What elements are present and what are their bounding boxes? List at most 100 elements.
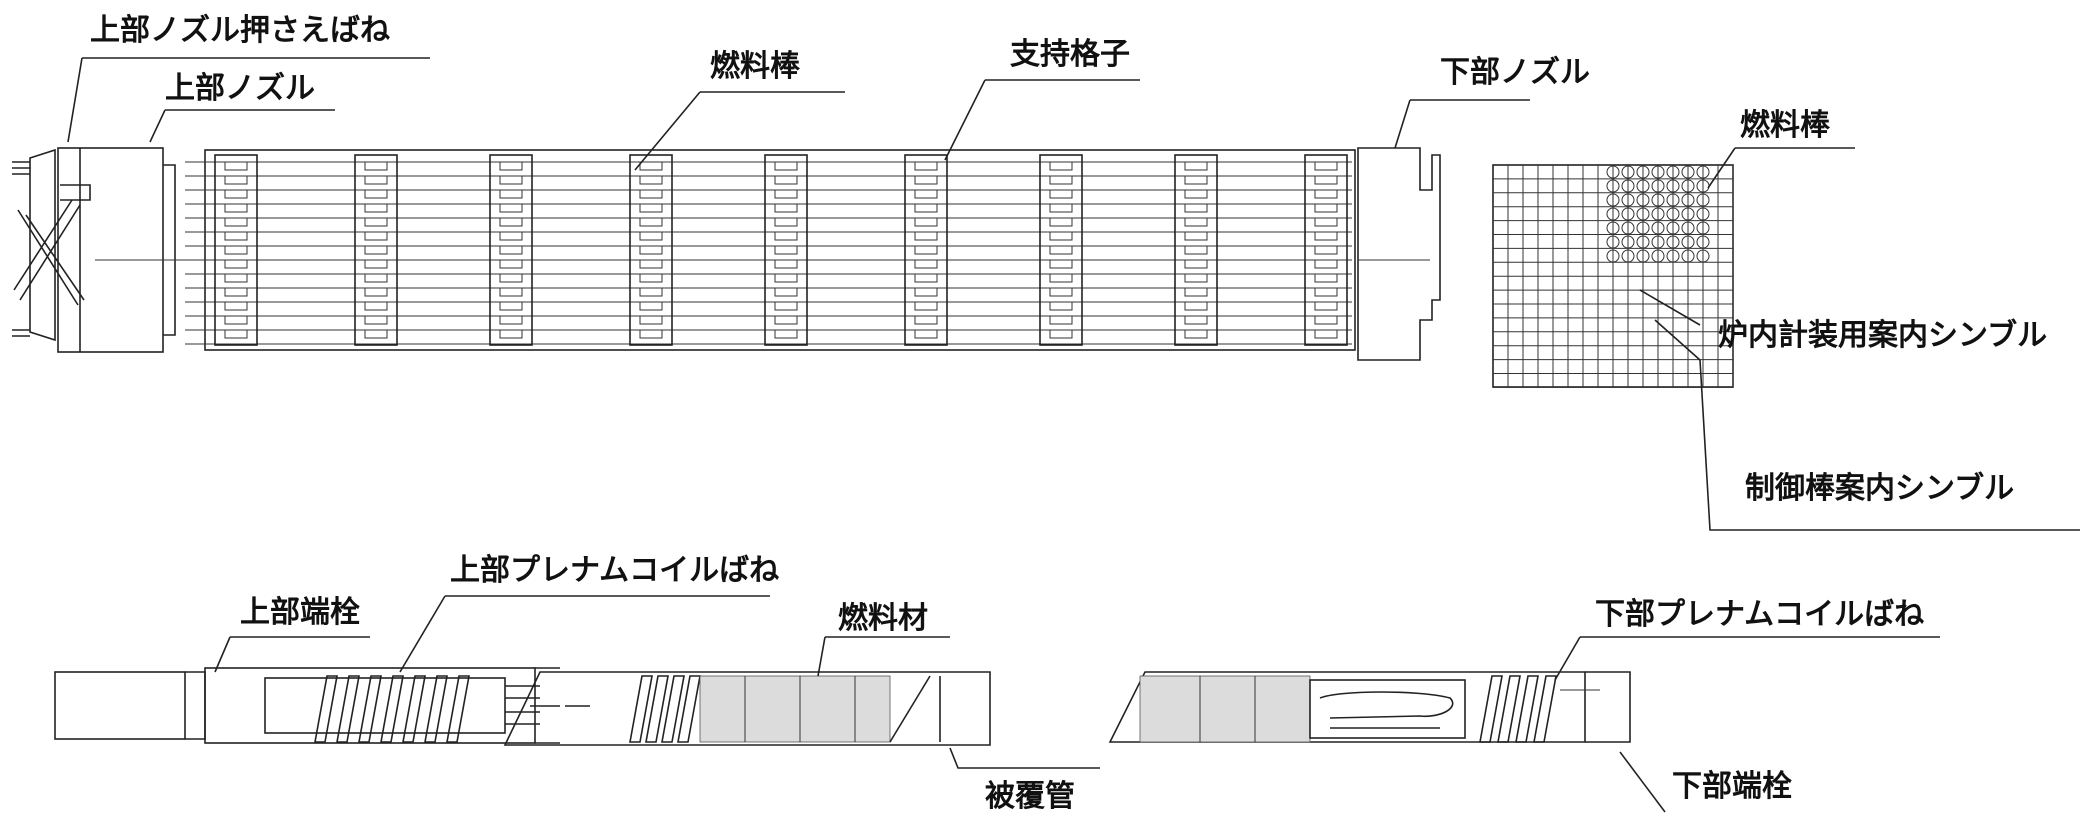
grid-cell (224, 259, 248, 269)
support-grid (489, 154, 533, 346)
grid-cell (639, 245, 663, 255)
grid-cell (914, 245, 938, 255)
fuel-rod-cell (1696, 193, 1710, 207)
fuel-rod-cell (1606, 207, 1620, 221)
spring-coil (1497, 675, 1521, 743)
support-grid (1174, 154, 1218, 346)
grid-cell (1184, 315, 1208, 325)
grid-cell (1049, 245, 1073, 255)
fuel-rod-cell (1606, 221, 1620, 235)
grid-cell (639, 259, 663, 269)
grid-cell (1049, 189, 1073, 199)
grid-cell (1314, 203, 1338, 213)
fuel-rod-cell (1696, 165, 1710, 179)
grid-cell (499, 203, 523, 213)
grid-cell (914, 315, 938, 325)
grid-cell (639, 315, 663, 325)
grid-cell (1314, 161, 1338, 171)
fuel-rod-cell (1621, 207, 1635, 221)
fuel-rod-cell (1651, 235, 1665, 249)
spring-coil (380, 675, 404, 743)
grid-cell (1049, 175, 1073, 185)
fuel-rod-cell (1621, 249, 1635, 263)
grid-cell (774, 301, 798, 311)
fuel-rod-cell (1696, 221, 1710, 235)
grid-cell (1314, 315, 1338, 325)
label-control-rod-guide-thimble: 制御棒案内シンブル (1745, 471, 2014, 506)
fuel-rod-cell (1696, 249, 1710, 263)
fuel-rod-cell (1606, 193, 1620, 207)
grid-cell (1314, 189, 1338, 199)
fuel-rod-cell (1606, 165, 1620, 179)
label-fuel-rod-cross-section: 燃料棒 (1740, 108, 1831, 143)
grid-cell (914, 189, 938, 199)
label-fuel-pellet: 燃料材 (838, 601, 928, 636)
fuel-rod-cell (1666, 249, 1680, 263)
grid-cell (499, 329, 523, 339)
fuel-rod-cell (1666, 207, 1680, 221)
grid-cell (1184, 217, 1208, 227)
grid-cell (499, 217, 523, 227)
fuel-rod-cell (1606, 179, 1620, 193)
grid-cell (364, 329, 388, 339)
fuel-rod-cell (1621, 221, 1635, 235)
grid-cell (499, 315, 523, 325)
fuel-rod-cell (1636, 235, 1650, 249)
label-incore-instrument-thimble: 炉内計装用案内シンブル (1718, 318, 2047, 353)
grid-cell (774, 245, 798, 255)
grid-cell (364, 245, 388, 255)
fuel-rod-cell (1636, 249, 1650, 263)
grid-cell (1184, 161, 1208, 171)
grid-cell (1314, 259, 1338, 269)
spring-coil (358, 675, 382, 743)
fuel-rod-longitudinal-view (54, 667, 1631, 746)
spring-coil (1479, 675, 1503, 743)
grid-cell (1049, 273, 1073, 283)
grid-cell (914, 287, 938, 297)
grid-cell (1314, 273, 1338, 283)
grid-cell (1184, 273, 1208, 283)
fuel-rod-cell (1636, 193, 1650, 207)
fuel-rod-cell (1621, 235, 1635, 249)
fuel-rod-cell (1666, 221, 1680, 235)
grid-cell (364, 217, 388, 227)
grid-cell (1314, 329, 1338, 339)
grid-cell (364, 287, 388, 297)
support-grid (904, 154, 948, 346)
grid-cell (774, 203, 798, 213)
fuel-rod-cell (1666, 235, 1680, 249)
label-upper-plenum-coil-spring: 上部プレナムコイルばね (450, 553, 779, 588)
grid-cell (1049, 315, 1073, 325)
grid-cell (1184, 175, 1208, 185)
grid-cell (224, 189, 248, 199)
label-upper-nozzle: 上部ノズル (165, 71, 315, 106)
fuel-rod-cell (1666, 165, 1680, 179)
spring-coil (314, 675, 338, 743)
label-lower-nozzle: 下部ノズル (1440, 55, 1590, 90)
grid-cell (1184, 203, 1208, 213)
spring-coil (661, 675, 685, 743)
grid-cell (224, 245, 248, 255)
grid-cell (914, 301, 938, 311)
grid-cell (364, 203, 388, 213)
grid-cell (364, 189, 388, 199)
spring-coil (402, 675, 426, 743)
label-fuel-rod: 燃料棒 (710, 49, 801, 84)
grid-cell (364, 175, 388, 185)
grid-cell (499, 231, 523, 241)
fuel-rod-cell (1606, 235, 1620, 249)
support-grid (354, 154, 398, 346)
grid-cell (639, 231, 663, 241)
grid-cell (499, 259, 523, 269)
grid-cell (639, 161, 663, 171)
spring-coil (336, 675, 360, 743)
upper-nozzle-hold-down-spring (12, 148, 91, 342)
spring-coil (446, 675, 470, 743)
grid-cell (1314, 217, 1338, 227)
grid-cell (639, 287, 663, 297)
grid-cell (224, 161, 248, 171)
fuel-rod-cell (1636, 221, 1650, 235)
upper-nozzle (57, 147, 210, 353)
spring-coil (1533, 675, 1557, 743)
